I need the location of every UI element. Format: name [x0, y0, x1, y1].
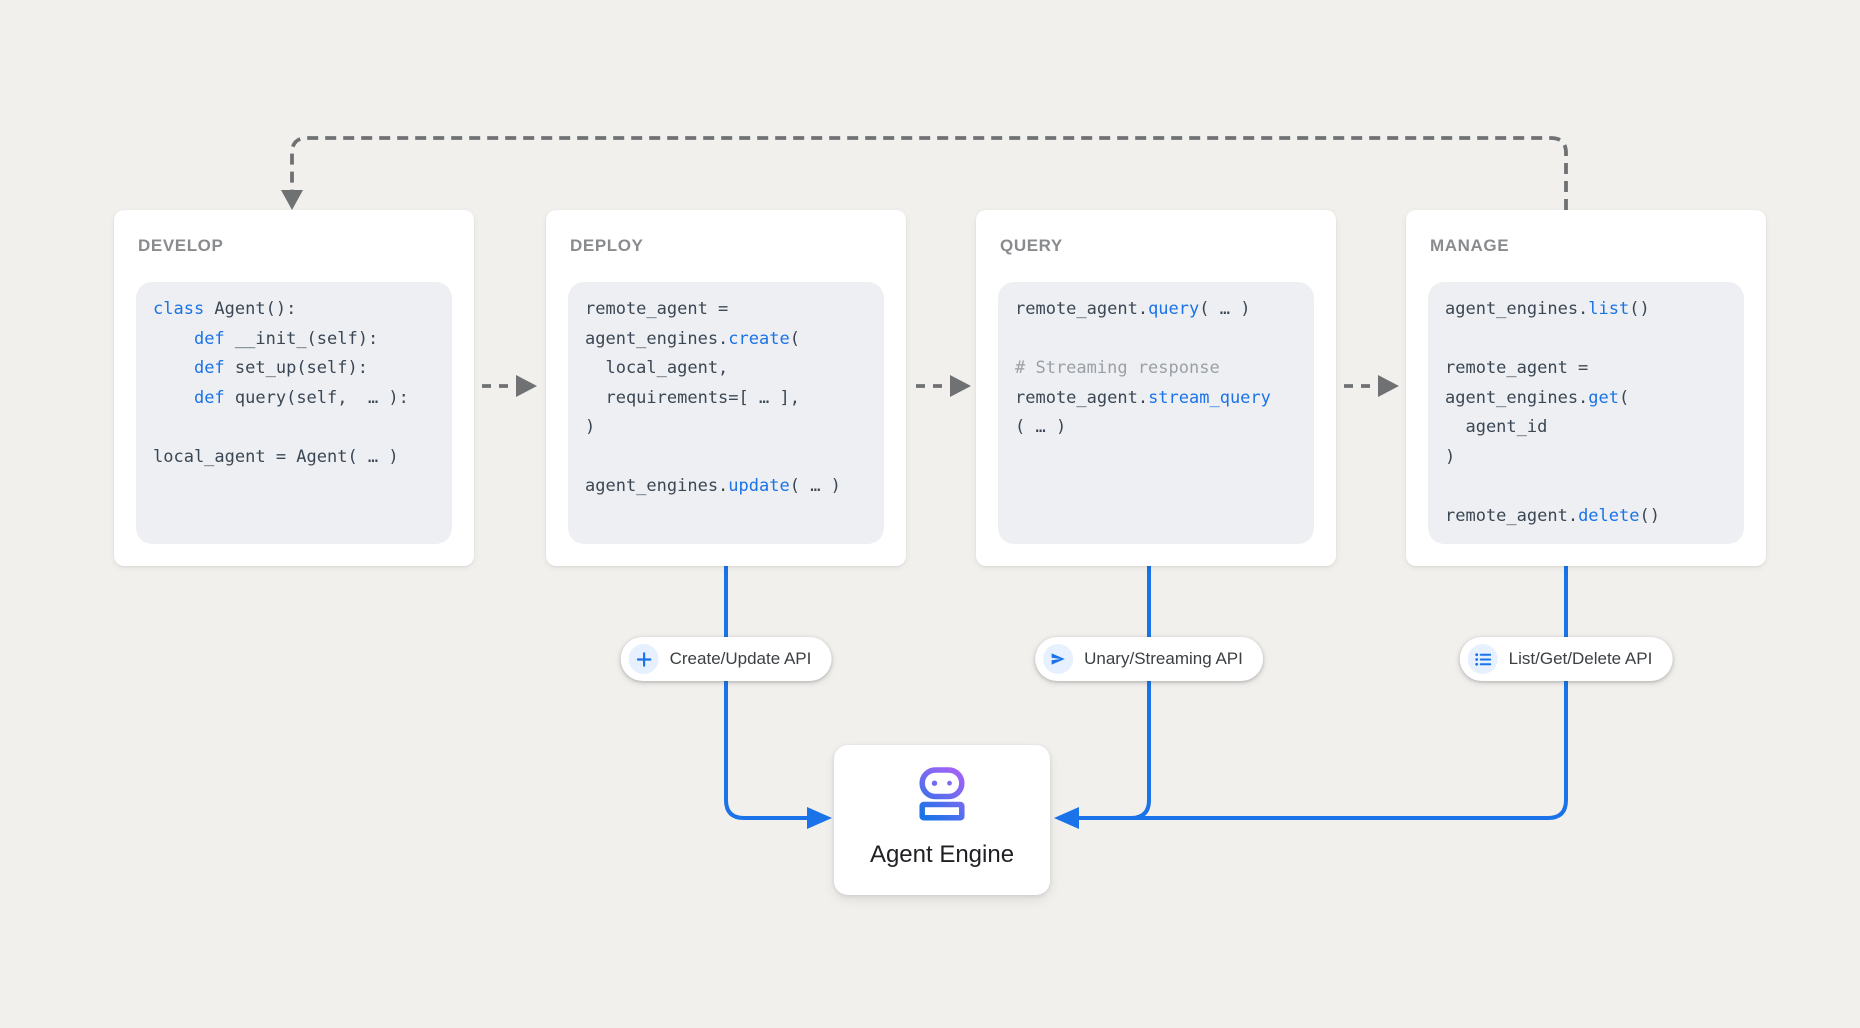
- code-line: def __init_(self):: [193, 328, 379, 349]
- code-line: local_agent,: [585, 358, 729, 378]
- panel-manage-code: agent_engines.list() remote_agent = agent…: [1428, 282, 1744, 544]
- code-line: [585, 443, 867, 473]
- panel-develop-code: class Agent(): def __init_(self): def se…: [136, 282, 452, 544]
- panel-query-code: remote_agent.query( … ) # Streaming resp…: [998, 282, 1314, 544]
- code-line: def set_up(self):: [193, 358, 368, 378]
- code-line: def query(self, … ):: [193, 387, 409, 408]
- code-line: remote_agent.stream_query: [1015, 387, 1271, 408]
- code-line: ): [1445, 446, 1456, 467]
- step-arrowhead-icon: [516, 375, 537, 397]
- code-line: [1445, 472, 1727, 502]
- code-line: local_agent = Agent( … ): [153, 446, 399, 467]
- code-line: [153, 413, 435, 443]
- code-line: remote_agent.query( … ): [1015, 299, 1251, 319]
- engine-right-arrowhead-icon: [1054, 807, 1079, 829]
- send-icon: [1043, 644, 1074, 674]
- list-icon: [1467, 644, 1498, 674]
- badge-list-get-delete-api: List/Get/Delete API: [1459, 637, 1673, 681]
- code-line: agent_engines.get(: [1445, 387, 1630, 408]
- plus-icon: [628, 644, 659, 674]
- code-line: [1445, 325, 1727, 355]
- code-line: [1015, 325, 1297, 355]
- code-line: # Streaming response: [1015, 358, 1220, 378]
- panel-query: QUERY remote_agent.query( … ) # Streamin…: [976, 210, 1336, 566]
- agent-engine-card: Agent Engine: [834, 745, 1050, 895]
- robot-icon: [919, 767, 965, 826]
- code-line: class Agent():: [153, 299, 297, 319]
- panel-deploy-title: DEPLOY: [570, 236, 644, 255]
- panel-query-title: QUERY: [1000, 236, 1063, 255]
- panel-deploy: DEPLOY remote_agent = agent_engines.creat…: [546, 210, 906, 566]
- code-line: ( … ): [1015, 417, 1067, 437]
- code-line: agent_engines.list(): [1445, 299, 1650, 319]
- code-line: ): [585, 417, 596, 437]
- code-line: remote_agent =: [585, 299, 729, 319]
- cycle-arrowhead-down-icon: [281, 190, 303, 210]
- panel-develop: DEVELOP class Agent(): def __init_(self)…: [114, 210, 474, 566]
- code-line: requirements=[ … ],: [585, 387, 800, 408]
- panel-deploy-code: remote_agent = agent_engines.create( loca…: [568, 282, 884, 544]
- code-line: remote_agent =: [1445, 358, 1589, 378]
- api-flow-lines: [724, 566, 1568, 820]
- deploy-to-engine-line: [724, 566, 807, 820]
- step-arrowhead-icon: [1378, 375, 1399, 397]
- code-line: agent_engines.create(: [585, 328, 800, 349]
- badge-unary-streaming-api: Unary/Streaming API: [1035, 637, 1263, 681]
- panel-develop-title: DEVELOP: [138, 236, 224, 255]
- panel-manage-title: MANAGE: [1430, 236, 1510, 255]
- badge-create-update-api: Create/Update API: [620, 637, 832, 681]
- query-to-engine-line: [1112, 566, 1151, 820]
- dashed-cycle-line: [290, 136, 1568, 210]
- badge-create-update-label: Create/Update API: [669, 649, 812, 668]
- engine-left-arrowhead-icon: [807, 807, 832, 829]
- badge-unary-streaming-label: Unary/Streaming API: [1084, 649, 1243, 668]
- step-arrowhead-icon: [950, 375, 971, 397]
- badge-list-get-delete-label: List/Get/Delete API: [1508, 649, 1653, 668]
- code-line: agent_id: [1445, 417, 1548, 437]
- agent-engine-label: Agent Engine: [869, 841, 1015, 868]
- panel-manage: MANAGE agent_engines.list() remote_agent…: [1406, 210, 1766, 566]
- code-line: remote_agent.delete(): [1445, 505, 1660, 526]
- manage-to-engine-line: [1079, 566, 1568, 820]
- code-line: agent_engines.update( … ): [585, 476, 841, 496]
